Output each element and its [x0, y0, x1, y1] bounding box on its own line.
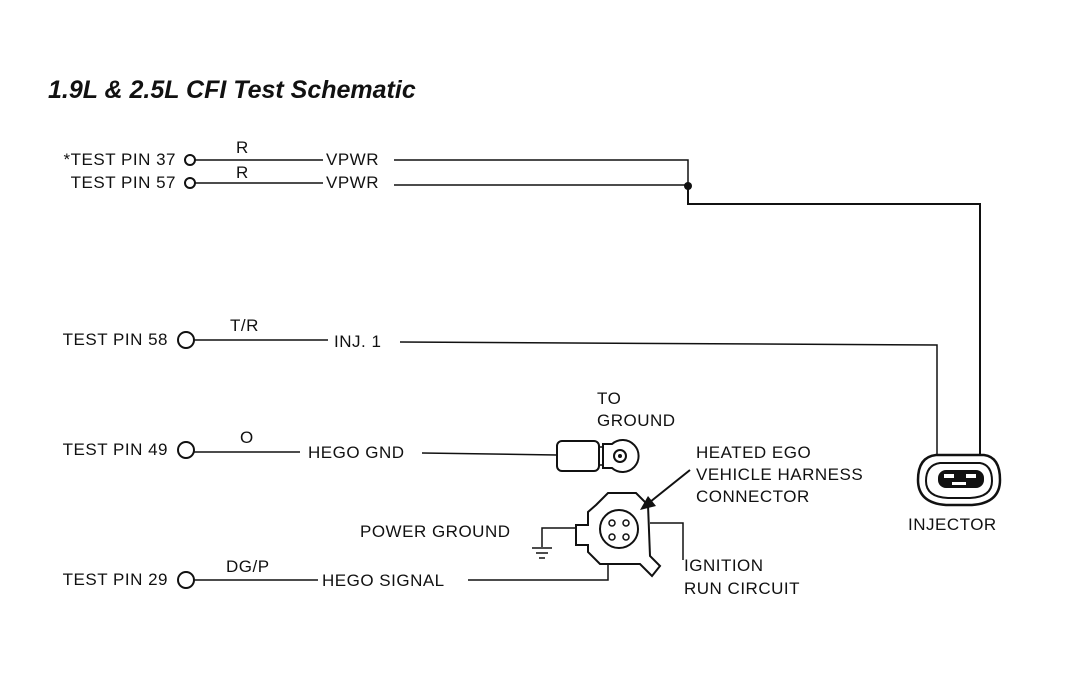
pin-57-label: TEST PIN 57 [71, 173, 176, 192]
ignition-label-line1: IGNITION [684, 556, 764, 575]
heated-ego-label-line3: CONNECTOR [696, 487, 810, 506]
connector-face [599, 509, 639, 549]
pin-29-row: TEST PIN 29 DG/P HEGO SIGNAL [63, 546, 609, 590]
pin-58-wire-color: T/R [230, 316, 259, 335]
pin-29-terminal [177, 571, 195, 589]
pin-37-circuit: VPWR [326, 150, 379, 169]
connector-pin-4 [622, 533, 630, 541]
pin-58-circuit: INJ. 1 [334, 332, 381, 351]
ground-eyelet-terminal [556, 439, 640, 473]
pin-37-wire-color: R [236, 138, 249, 157]
pin-57-circuit: VPWR [326, 173, 379, 192]
injector-terminal-cavity [938, 470, 984, 488]
to-ground-label-line2: GROUND [597, 411, 676, 430]
pin-58-terminal [177, 331, 195, 349]
pin-37-row: *TEST PIN 37 R VPWR [64, 138, 689, 186]
connector-pin-2 [622, 519, 630, 527]
inj1-to-injector-wire [399, 341, 938, 455]
pin-57-wire-color: R [236, 163, 249, 182]
heated-ego-label-line2: VEHICLE HARNESS [696, 465, 863, 484]
pin-37-label: *TEST PIN 37 [64, 150, 176, 169]
connector-pointer-arrowhead [640, 496, 656, 510]
pin-49-circuit: HEGO GND [308, 443, 405, 462]
pin-37-vpwr-wire [394, 159, 689, 186]
pin-57-row: TEST PIN 57 R VPWR [71, 163, 688, 192]
ignition-run-wire [650, 522, 684, 560]
to-ground-label-line1: TO [597, 389, 621, 408]
pin-49-wire-color: O [240, 428, 254, 447]
vpwr-to-injector-wire [687, 186, 981, 455]
heated-ego-connector [575, 492, 662, 578]
pin-58-row: TEST PIN 58 T/R INJ. 1 [63, 316, 938, 455]
pin-57-terminal [184, 177, 196, 189]
power-ground-label: POWER GROUND [360, 522, 511, 541]
power-ground-wire [541, 527, 576, 547]
pin-29-label: TEST PIN 29 [63, 570, 168, 589]
pin-49-terminal [177, 441, 195, 459]
heated-ego-label-line1: HEATED EGO [696, 443, 811, 462]
ground-symbol-icon [532, 547, 552, 559]
connector-pin-3 [608, 533, 616, 541]
hego-gnd-wire [421, 452, 558, 456]
pin-37-terminal [184, 154, 196, 166]
connector-pointer-line [649, 469, 691, 503]
eyelet-crimp-barrel [556, 440, 600, 472]
ignition-label-line2: RUN CIRCUIT [684, 579, 800, 598]
pin-29-circuit: HEGO SIGNAL [322, 571, 445, 590]
diagram-title: 1.9L & 2.5L CFI Test Schematic [48, 76, 416, 104]
injector-connector [916, 453, 1002, 507]
connector-pin-1 [608, 519, 616, 527]
pin-49-label: TEST PIN 49 [63, 440, 168, 459]
pin-58-label: TEST PIN 58 [63, 330, 168, 349]
injector-label: INJECTOR [908, 515, 997, 534]
pin-29-wire-color: DG/P [226, 557, 270, 576]
pin-49-row: TEST PIN 49 O HEGO GND [63, 428, 558, 462]
